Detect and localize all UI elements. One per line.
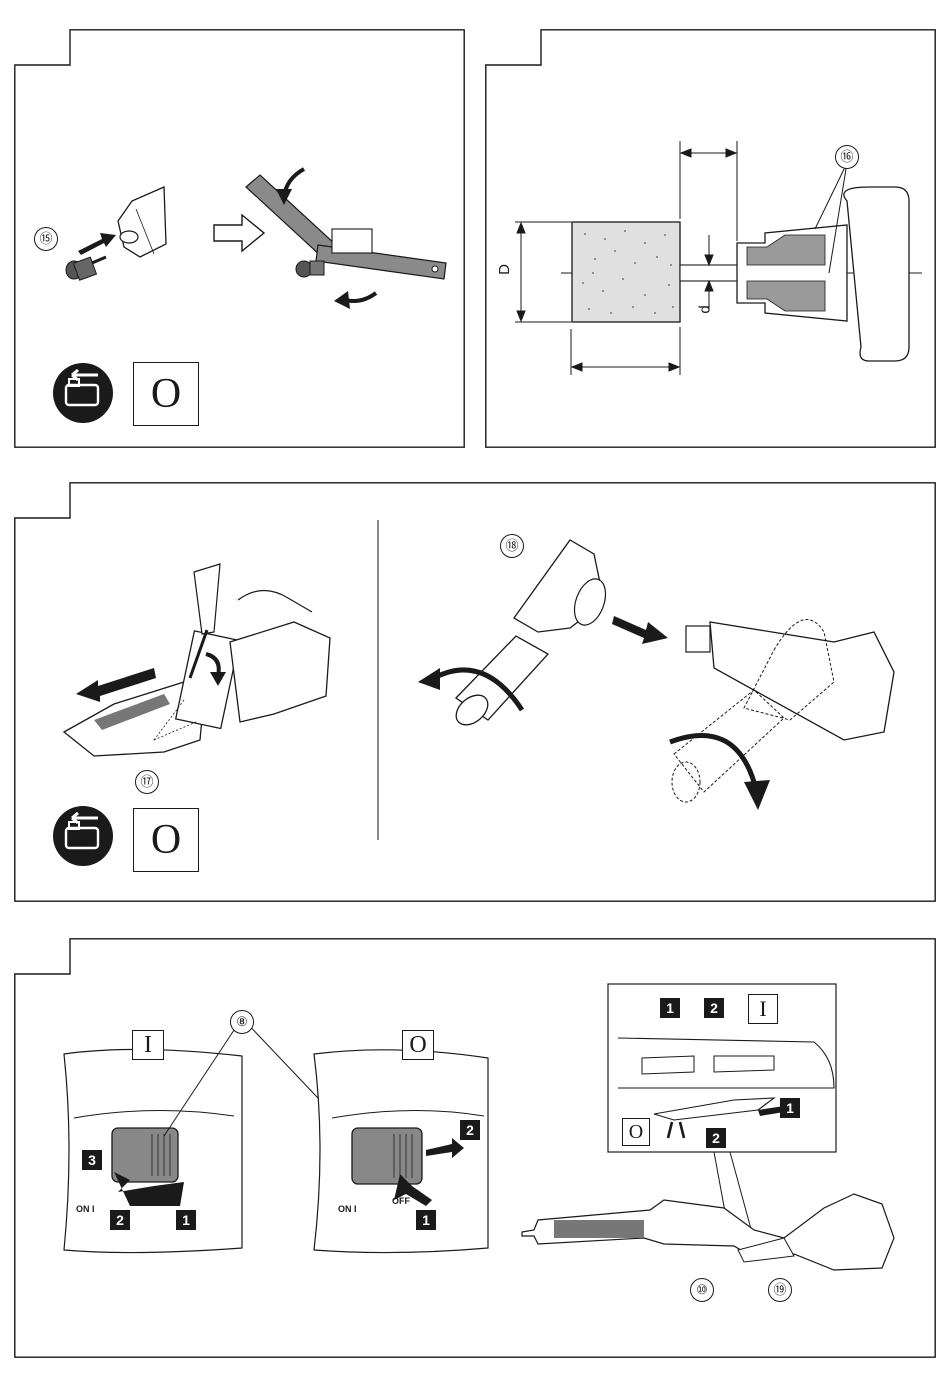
step-1-badge: 1 bbox=[176, 1210, 196, 1230]
dimension-label-D: D bbox=[496, 264, 513, 275]
mounted-point-stone bbox=[572, 222, 680, 322]
switch-off-symbol: O bbox=[402, 1030, 434, 1060]
off-label: OFF bbox=[392, 1196, 410, 1206]
switch-off-symbol: O bbox=[133, 362, 199, 426]
shank bbox=[680, 265, 740, 281]
switch-off-symbol: O bbox=[622, 1118, 650, 1146]
part-number-17: ⑰ bbox=[135, 770, 159, 794]
step-2-badge: 2 bbox=[110, 1210, 130, 1230]
switch-on-symbol: I bbox=[132, 1030, 164, 1060]
on-label: ON I bbox=[76, 1204, 95, 1214]
lock-off-lever-illustration bbox=[522, 984, 894, 1270]
switch-off-illustration bbox=[314, 1050, 488, 1253]
dimension-label-d: d bbox=[697, 305, 714, 313]
part-number-18: ⑱ bbox=[500, 534, 524, 558]
next-step-arrow bbox=[214, 215, 264, 251]
step-2-badge: 2 bbox=[460, 1120, 480, 1140]
switch-off-symbol: O bbox=[133, 808, 199, 872]
figure-panel-4: ⑧ I O 3 2 1 ON I ON I OFF 2 1 1 2 I 1 O … bbox=[14, 938, 936, 1358]
grinder-guard-removal-illustration bbox=[64, 564, 330, 756]
step-2-badge: 2 bbox=[704, 998, 724, 1018]
figure-panel-1: ⑮ O bbox=[14, 29, 465, 448]
step-2-badge: 2 bbox=[706, 1128, 726, 1148]
on-label: ON I bbox=[338, 1204, 357, 1214]
part-number-15: ⑮ bbox=[34, 227, 58, 251]
part-number-19: ⑲ bbox=[768, 1278, 792, 1302]
figure-panel-3: ⑰ ⑱ O bbox=[14, 482, 936, 902]
step-1-badge: 1 bbox=[660, 998, 680, 1018]
battery-removal-icon bbox=[53, 806, 113, 866]
step-3-badge: 3 bbox=[82, 1150, 102, 1170]
panel-2-frame bbox=[485, 29, 936, 448]
part-number-16: ⑯ bbox=[835, 145, 859, 169]
mounted-point-illustration bbox=[66, 257, 106, 280]
switch-on-symbol: I bbox=[748, 994, 778, 1024]
grinder-body-illustration bbox=[118, 187, 166, 257]
part-number-8: ⑧ bbox=[230, 1010, 254, 1034]
figure-panel-2: ⑯ D d bbox=[485, 29, 936, 448]
wrench-illustration bbox=[246, 175, 446, 279]
rotate-handle-arrow-right bbox=[670, 735, 754, 782]
part-number-10: ⑩ bbox=[690, 1278, 714, 1302]
side-handle-illustration bbox=[450, 540, 611, 731]
step-1-badge: 1 bbox=[780, 1098, 800, 1118]
panel-1-frame bbox=[14, 29, 465, 448]
push-arrow bbox=[78, 233, 116, 255]
step-1-badge: 1 bbox=[416, 1210, 436, 1230]
battery-removal-icon bbox=[53, 363, 113, 423]
grinder-body-illustration bbox=[672, 620, 894, 802]
panel-4-frame bbox=[14, 938, 936, 1358]
insert-handle-arrow bbox=[612, 616, 668, 644]
